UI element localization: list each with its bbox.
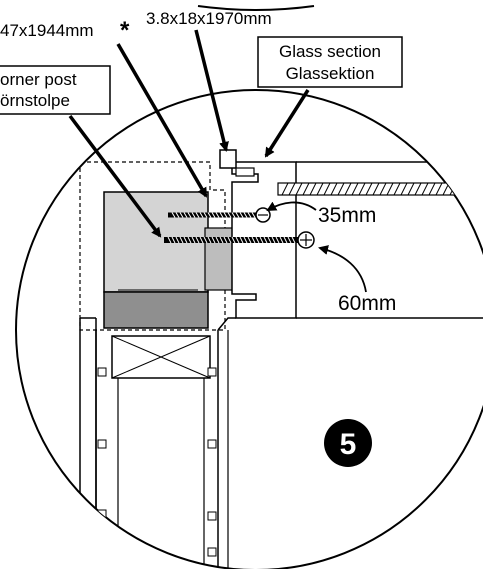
step-badge [324,419,372,467]
arrow-glass-section [264,89,310,158]
screw-35mm [168,207,271,223]
screw-60mm [164,231,315,249]
arrow-3-8x18 [194,29,229,152]
dim-label-top-center: 3.8x18x1970mm [146,9,272,28]
detail-circle-top-arc [197,5,315,11]
arrow-47x1944 [116,43,208,198]
corner-post-base [103,291,209,329]
screw-35mm-label: 35mm [318,204,376,227]
corner-post-label-box [0,65,111,115]
dim-label-top-left: 47x1944mm [0,21,94,40]
step-number: 5 [340,428,357,461]
arrow-corner-post [68,114,162,238]
glass-clip [219,149,237,169]
corner-post-label-sv: örnstolpe [0,91,70,110]
glass-section-label-box [257,36,403,88]
corner-post-label-en: orner post [0,70,77,89]
screw-60mm-label: 60mm [338,292,396,315]
arrow-35mm [266,201,317,211]
glass-section-label-sv: Glassektion [286,64,375,83]
arrow-60mm [318,245,367,293]
lower-frame [95,317,236,569]
screw-callout-arrows [266,201,367,293]
glass-section-label-en: Glass section [279,42,381,61]
asterisk-mark: * [120,17,130,44]
leader-arrows [68,29,310,238]
glass-clip-top [235,167,255,177]
